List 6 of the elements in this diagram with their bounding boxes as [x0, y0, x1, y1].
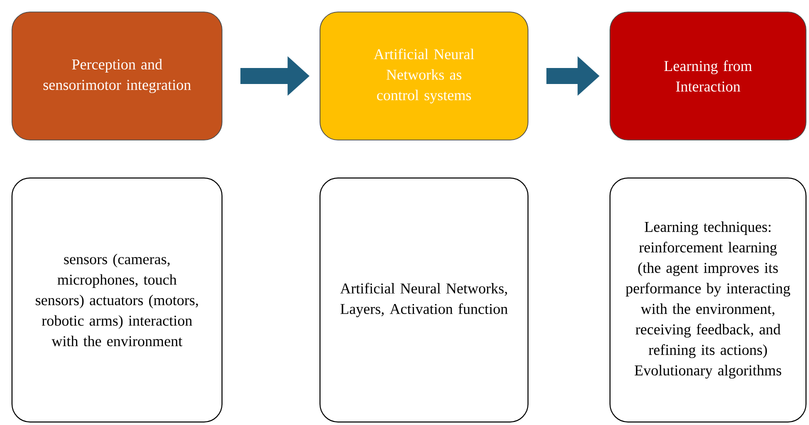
header-box: Artificial Neural Networks as control systems	[320, 12, 528, 140]
header-box: Learning from Interaction	[610, 12, 806, 140]
content-box: Artificial Neural Networks, Layers, Activation function	[320, 178, 528, 422]
content-box: Learning techniques: reinforcement learning (the agent improves its performance by interacting with the environment, receiving feedback, and refining its actions) Evolutionary algorithms	[610, 178, 806, 422]
header-box: Perception and sensorimotor integration	[12, 12, 222, 140]
content-box: sensors (cameras, microphones, touch sensors) actuators (motors, robotic arms) interaction with the environment	[12, 178, 222, 422]
